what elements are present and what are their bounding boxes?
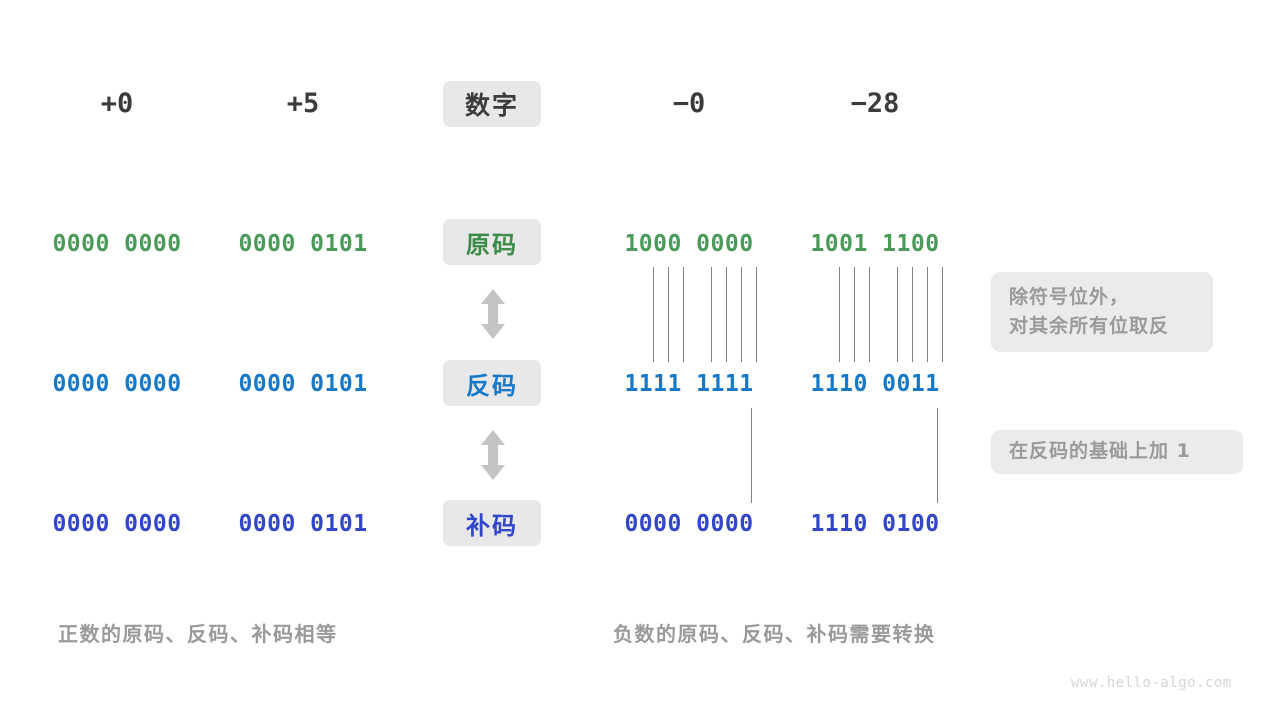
connector-line-carry-minus28 [937,408,938,503]
value-buma-minus-zero: 0000 0000 [624,511,754,537]
connector-line-minuszero-bit7 [741,267,742,362]
row-label-buma: 补码 [443,500,541,546]
column-header-plus-five: +5 [286,88,320,119]
note-add-one-line1: 在反码的基础上加 1 [1009,440,1191,463]
double-arrow-vertical-icon [477,288,509,344]
connector-line-minuszero-bit2 [653,267,654,362]
row-label-fanma: 反码 [443,360,541,406]
value-fanma-plus-five: 0000 0101 [238,371,368,397]
value-fanma-minus-zero: 1111 1111 [624,371,754,397]
watermark-url: www.hello-algo.com [1071,675,1232,691]
note-invert-bits-line1: 除符号位外， [1009,285,1130,308]
value-buma-plus-five: 0000 0101 [238,511,368,537]
row-label-yuanma: 原码 [443,219,541,265]
connector-line-minuszero-bit5 [711,267,712,362]
double-arrow-vertical-icon [477,429,509,485]
value-fanma-minus-twentyeight: 1110 0011 [810,371,940,397]
connector-line-minuszero-bit4 [683,267,684,362]
connector-line-minus28-bit8 [942,267,943,362]
caption-positive: 正数的原码、反码、补码相等 [58,622,338,646]
connector-line-minus28-bit6 [912,267,913,362]
connector-line-minus28-bit3 [854,267,855,362]
value-yuanma-minus-zero: 1000 0000 [624,231,754,257]
column-header-minus-zero: −0 [672,88,706,119]
value-yuanma-plus-zero: 0000 0000 [52,231,182,257]
connector-line-minuszero-bit3 [668,267,669,362]
column-header-minus-twentyeight: −28 [850,88,900,119]
connector-line-minus28-bit5 [897,267,898,362]
connector-line-minus28-bit7 [927,267,928,362]
caption-negative: 负数的原码、反码、补码需要转换 [613,622,936,646]
column-header-plus-zero: +0 [100,88,134,119]
connector-line-minus28-bit2 [839,267,840,362]
value-buma-minus-twentyeight: 1110 0100 [810,511,940,537]
connector-line-minuszero-bit6 [726,267,727,362]
value-yuanma-plus-five: 0000 0101 [238,231,368,257]
note-invert-bits-line2: 对其余所有位取反 [1009,315,1170,337]
value-buma-plus-zero: 0000 0000 [52,511,182,537]
value-yuanma-minus-twentyeight: 1001 1100 [810,231,940,257]
note-invert-bits: 除符号位外， 对其余所有位取反 [991,272,1213,352]
column-header-chip-number: 数字 [443,81,541,127]
connector-line-carry-minuszero [751,408,752,503]
connector-line-minus28-bit4 [869,267,870,362]
note-add-one: 在反码的基础上加 1 [991,430,1243,474]
connector-line-minuszero-bit8 [756,267,757,362]
value-fanma-plus-zero: 0000 0000 [52,371,182,397]
